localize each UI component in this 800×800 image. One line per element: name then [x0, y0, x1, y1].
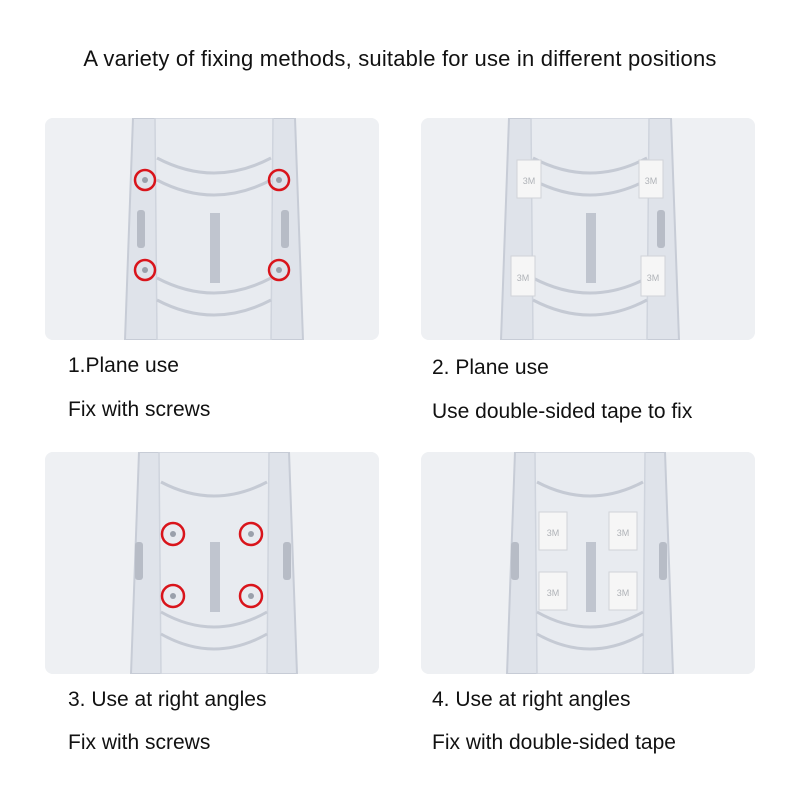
- svg-text:3M: 3M: [547, 528, 560, 538]
- panel-2-photo: 3M 3M 3M 3M: [421, 118, 755, 340]
- panel-3-photo: [45, 452, 379, 674]
- clip-holder-image: [45, 452, 379, 674]
- page-title: A variety of fixing methods, suitable fo…: [83, 46, 717, 71]
- panel-1-description: Fix with screws: [68, 398, 211, 421]
- svg-text:3M: 3M: [645, 176, 658, 186]
- clip-holder-image: [45, 118, 379, 340]
- panel-2-description: Use double-sided tape to fix: [432, 400, 693, 423]
- panel-4-photo: 3M 3M 3M 3M: [421, 452, 755, 674]
- tape-patch: 3M: [538, 511, 568, 551]
- tape-patch: 3M: [640, 255, 666, 297]
- panel-3-heading: 3. Use at right angles: [68, 688, 267, 711]
- panel-3-description: Fix with screws: [68, 731, 211, 754]
- panel-1-photo: [45, 118, 379, 340]
- svg-text:3M: 3M: [617, 528, 630, 538]
- clip-holder-image: 3M 3M 3M 3M: [421, 118, 755, 340]
- svg-text:3M: 3M: [523, 176, 536, 186]
- panel-4-heading: 4. Use at right angles: [432, 688, 631, 711]
- tape-patch: 3M: [608, 571, 638, 611]
- panel-2-heading: 2. Plane use: [432, 356, 549, 379]
- tape-patch: 3M: [516, 159, 542, 199]
- svg-text:3M: 3M: [647, 273, 660, 283]
- svg-text:3M: 3M: [517, 273, 530, 283]
- panel-4-description: Fix with double-sided tape: [432, 731, 676, 754]
- panel-1-heading: 1.Plane use: [68, 354, 179, 377]
- svg-text:3M: 3M: [547, 588, 560, 598]
- clip-holder-image: 3M 3M 3M 3M: [421, 452, 755, 674]
- tape-patch: 3M: [538, 571, 568, 611]
- svg-text:3M: 3M: [617, 588, 630, 598]
- tape-patch: 3M: [638, 159, 664, 199]
- tape-patch: 3M: [510, 255, 536, 297]
- tape-patch: 3M: [608, 511, 638, 551]
